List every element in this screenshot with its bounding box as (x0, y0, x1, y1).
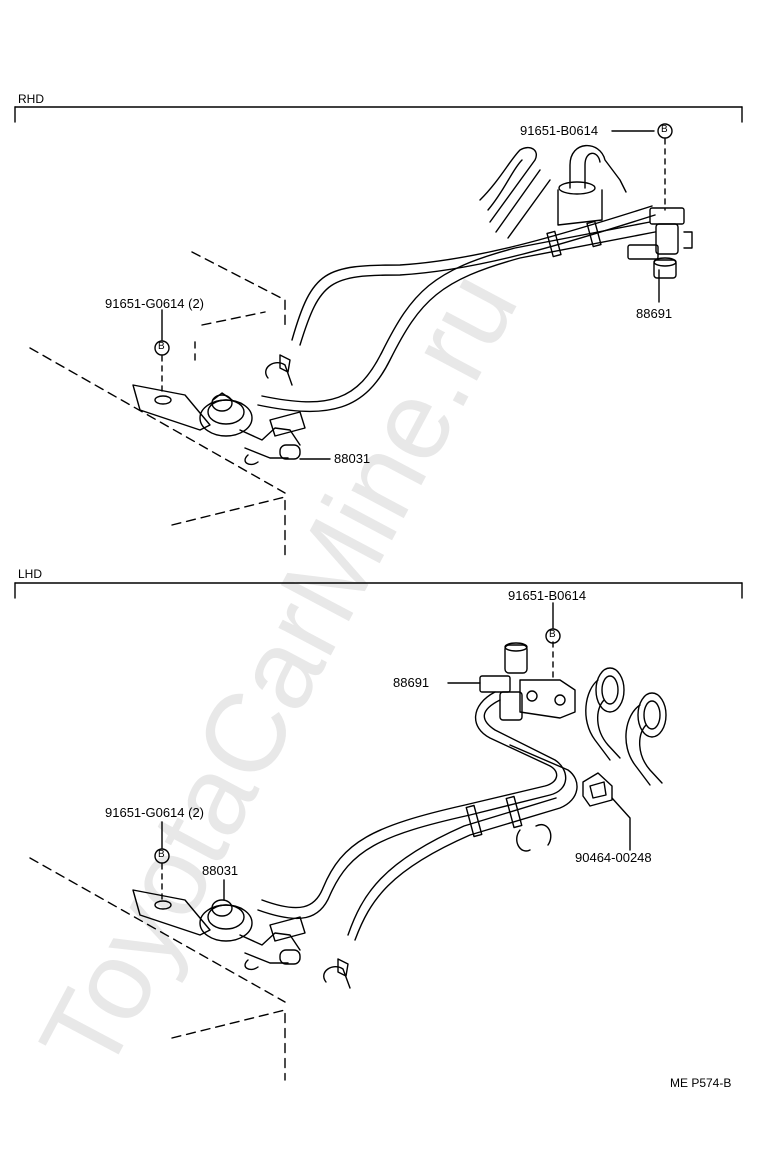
diagram-reference: ME P574-B (670, 1076, 732, 1090)
lhd-section-title: LHD (18, 567, 43, 581)
lhd-clamp-left-marker-letter: B (158, 849, 165, 860)
lhd-part-clamp-left: 91651-G0614 (2) (105, 805, 205, 820)
lhd-egr-88031 (132, 889, 306, 971)
lhd-tube-plug (323, 958, 351, 989)
rhd-egr-88031 (132, 384, 306, 466)
lhd-part-egr: 88031 (202, 863, 239, 878)
rhd-clamp-top-marker-letter: B (661, 124, 668, 135)
lhd-part-clamp-top: 91651-B0614 (508, 588, 587, 603)
lhd-section (14, 582, 743, 1081)
rhd-tube-clamps (546, 220, 602, 258)
rhd-clamp-top-marker (657, 123, 673, 139)
rhd-engine-outline (29, 251, 286, 561)
lhd-clamp-top-marker-letter: B (549, 629, 556, 640)
lhd-vacuum-hoses (257, 691, 578, 941)
lhd-part-clip: 90464-00248 (575, 850, 652, 865)
rhd-part-valve: 88691 (636, 306, 673, 321)
rhd-upper-hoses (479, 144, 627, 239)
lhd-right-hoses (585, 667, 667, 786)
lhd-vsv-88691 (479, 641, 576, 721)
lhd-engine-outline (29, 857, 286, 1081)
rhd-vacuum-hoses (257, 205, 656, 413)
rhd-clamp-left-marker-letter: B (158, 341, 165, 352)
lhd-part-valve: 88691 (393, 675, 430, 690)
lhd-clip-leader (611, 797, 631, 851)
lhd-clamp-top-marker (545, 628, 561, 644)
rhd-part-clamp-top: 91651-B0614 (520, 123, 599, 138)
rhd-part-clamp-left: 91651-G0614 (2) (105, 296, 205, 311)
lhd-tube-clamps (465, 795, 523, 838)
lhd-clip-90464 (516, 772, 613, 852)
rhd-vsv-88691 (627, 207, 693, 279)
rhd-section-title: RHD (18, 92, 44, 106)
rhd-tube-plug (265, 354, 293, 386)
rhd-clamp-left-marker (154, 340, 170, 356)
lhd-clamp-left-marker (154, 848, 170, 864)
rhd-part-egr: 88031 (334, 451, 371, 466)
rhd-section (14, 106, 743, 561)
